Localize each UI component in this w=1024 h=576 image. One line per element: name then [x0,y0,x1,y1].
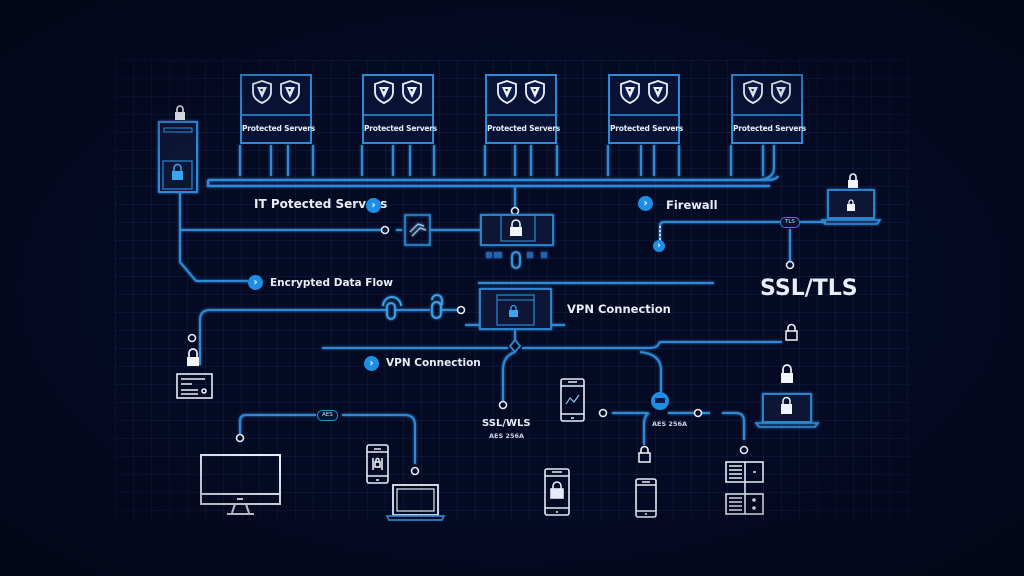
shield-icon [743,80,763,110]
protected-server-2[interactable]: Protected Servers [362,74,438,144]
lock-icon [175,105,185,120]
laptop-icon-right-top [820,189,882,225]
ssl-wls-subtitle: AES 256A [489,432,525,440]
server-tower-icon [158,121,198,193]
server-label: Protected Servers [487,124,561,133]
smartphone-icon [560,378,585,422]
ssl-tls-label: SSL/TLS [760,276,858,301]
chevron-right-icon[interactable]: › [364,356,379,371]
smartphone-icon [635,478,657,518]
vpn-tunnel-connectors [382,294,443,320]
server-label: Protected Servers [242,124,316,133]
lock-icon [785,323,798,341]
central-encryption-box [480,214,554,269]
vpn-node-badge [651,392,669,410]
shield-icon [648,80,668,110]
lock-icon [781,364,793,383]
chevron-right-icon[interactable]: › [638,196,653,211]
shield-icon [252,80,272,110]
card-terminal-icon [176,373,213,399]
shield-icon [402,80,422,110]
router-switch-icon [404,214,431,246]
desktop-monitor-icon [200,454,281,515]
protected-server-5[interactable]: Protected Servers [731,74,807,144]
firewall-label: Firewall [666,198,718,212]
vpn-connection-label: VPN Connection [567,302,671,316]
smartphone-icon [366,444,389,484]
laptop-icon-right-bottom [754,393,820,428]
shield-icon [497,80,517,110]
protected-server-4[interactable]: Protected Servers [608,74,684,144]
junction-diamond [508,338,522,354]
shield-icon [280,80,300,110]
shield-icon [374,80,394,110]
chevron-right-icon[interactable]: › [366,198,381,213]
protected-server-1[interactable]: Protected Servers [240,74,316,144]
shield-icon [620,80,640,110]
chevron-right-icon[interactable]: › [653,240,665,252]
lock-icon [187,348,199,366]
vpn-connection-secondary-label: VPN Connection [386,357,481,369]
server-bus [206,175,779,188]
encryption-tag: TLS [780,217,800,228]
smartphone-icon [544,468,570,516]
ssl-wls-label: SSL/WLS [482,418,531,429]
encryption-tag: AES [317,410,338,421]
vpn-gateway-box [479,288,552,330]
server-label: Protected Servers [733,124,807,133]
shield-icon [771,80,791,110]
lock-icon [848,173,858,188]
protected-server-3[interactable]: Protected Servers [485,74,561,144]
chevron-right-icon[interactable]: › [248,275,263,290]
aes-label: AES 256A [652,420,688,428]
rack-server-icon [725,461,764,515]
laptop-icon-bottom [385,484,446,521]
server-legs [239,145,775,181]
lock-icon [638,445,651,463]
server-label: Protected Servers [610,124,684,133]
shield-icon [525,80,545,110]
encrypted-data-flow-label: Encrypted Data Flow [270,277,393,289]
server-label: Protected Servers [364,124,438,133]
